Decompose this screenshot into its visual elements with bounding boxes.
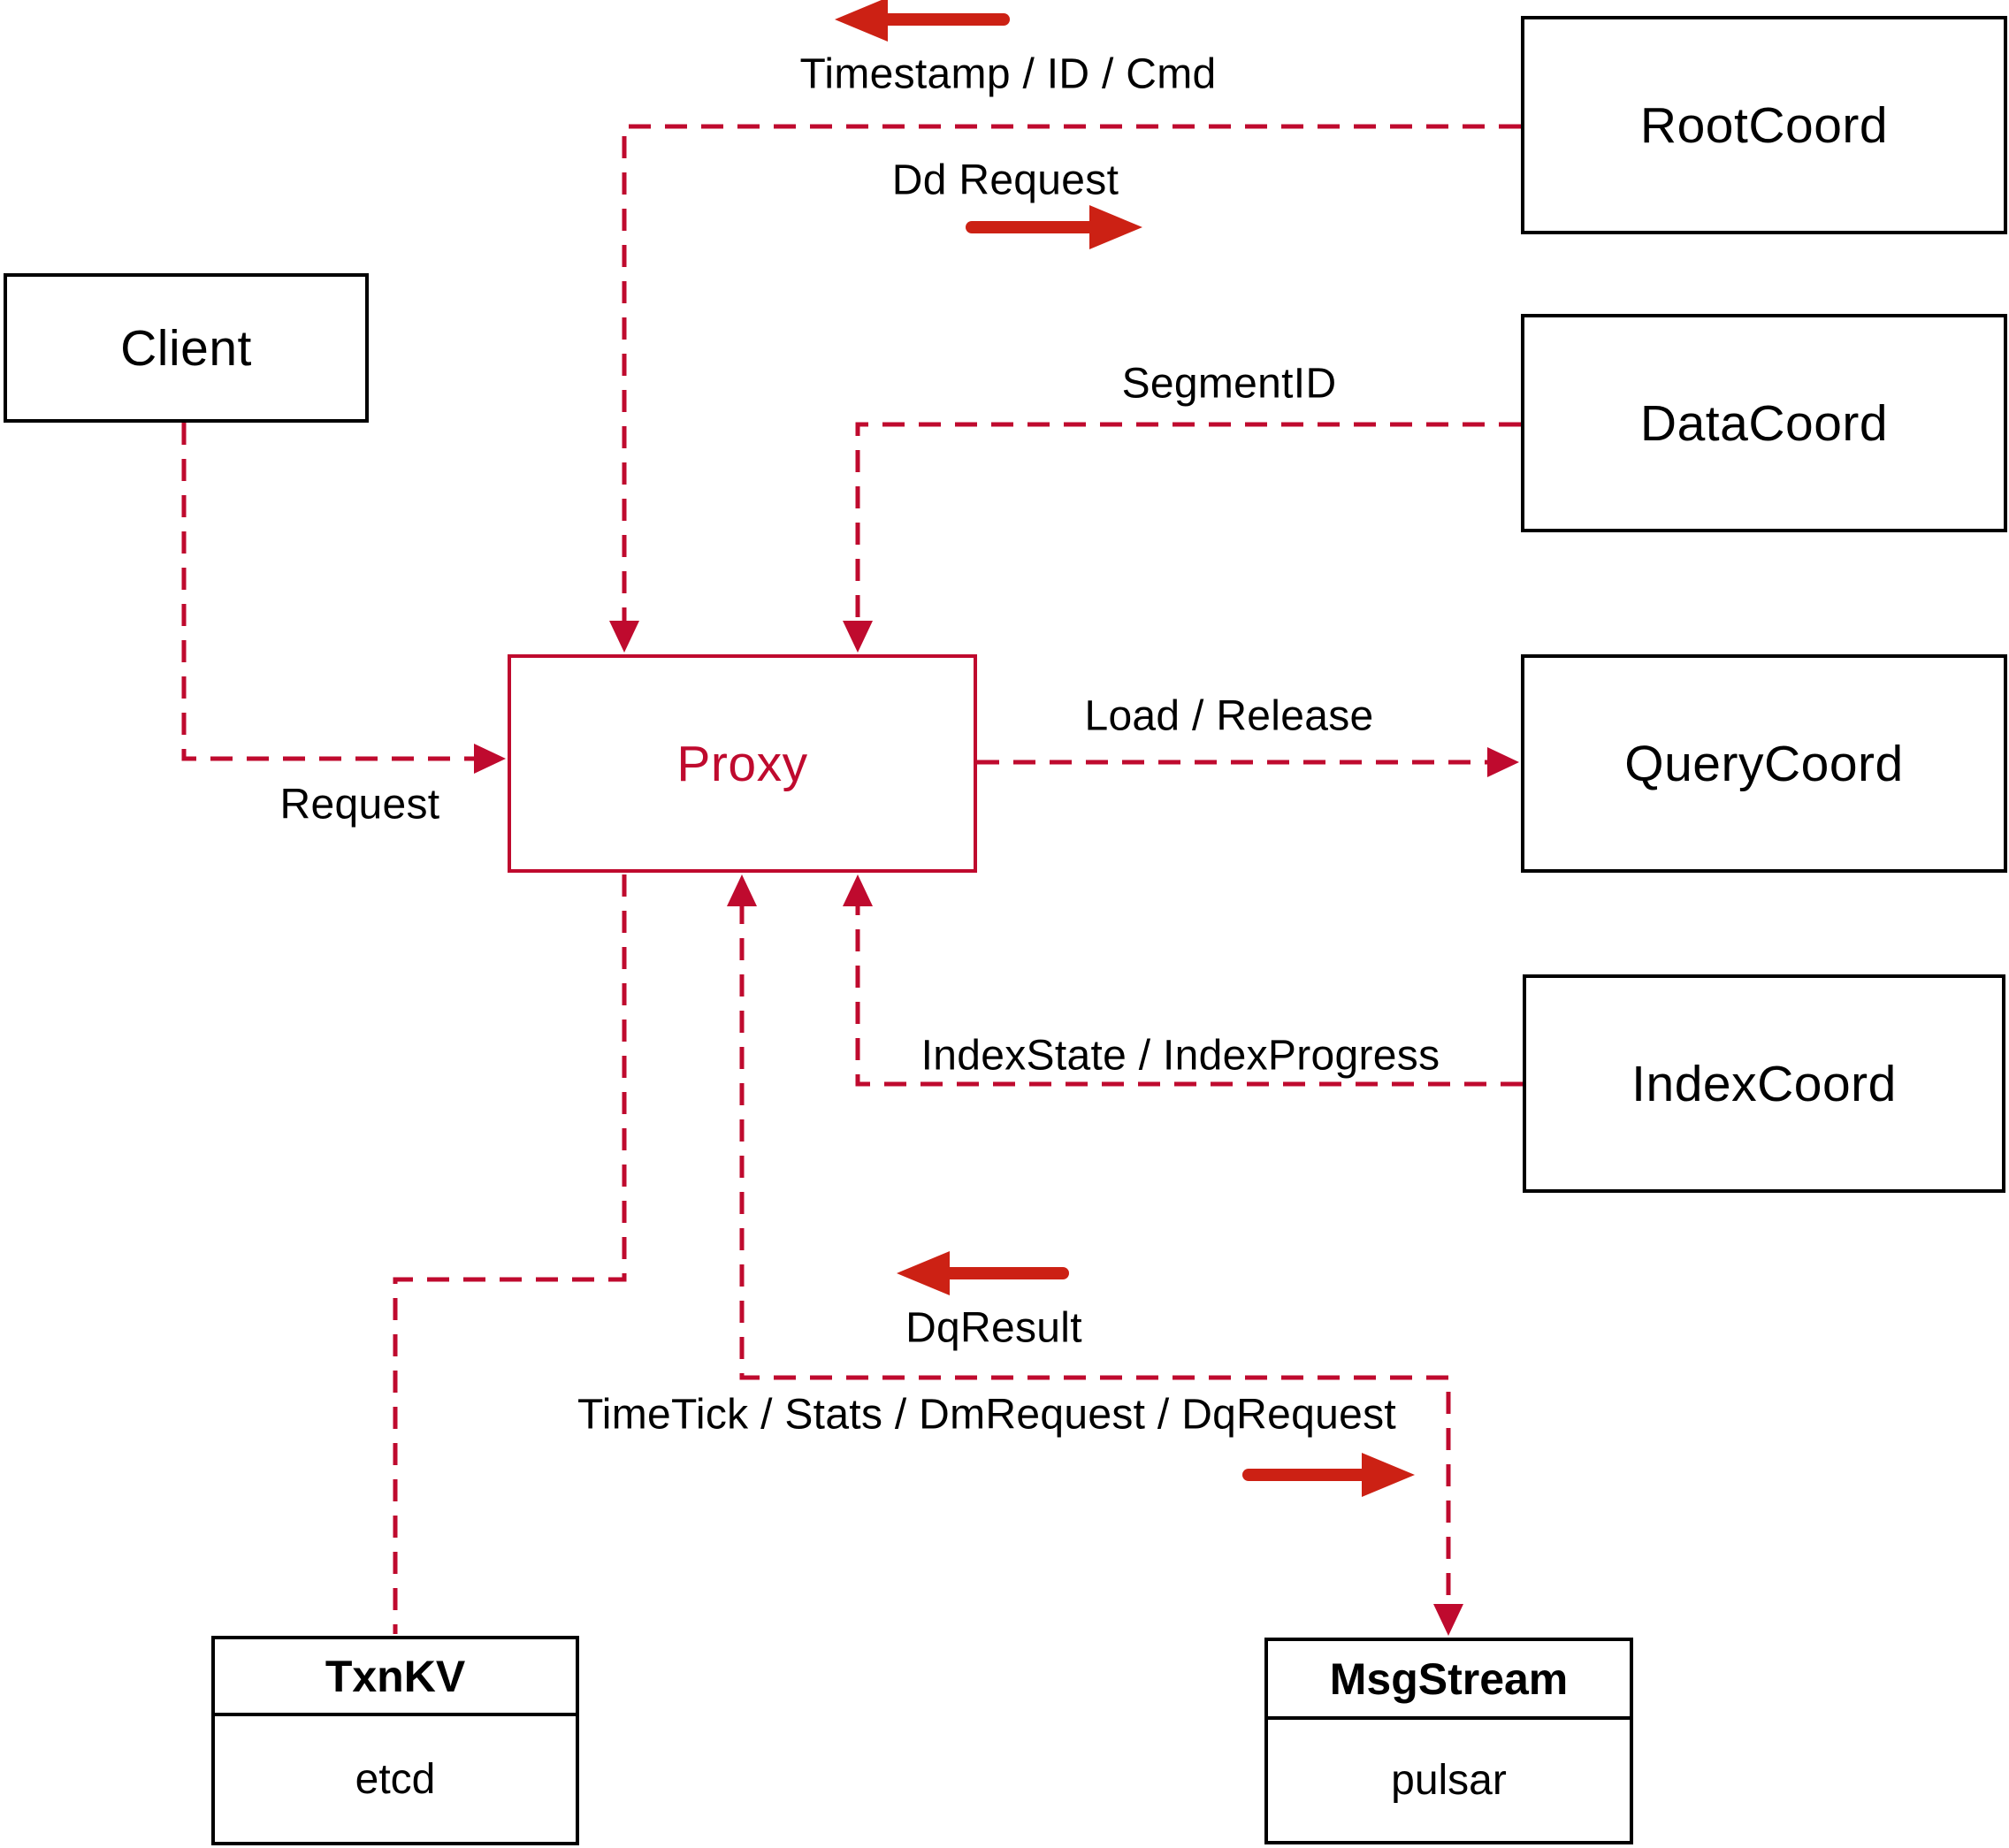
edge-proxy-to-txnkv: [393, 874, 627, 1634]
node-msgstream-title: MsgStream: [1268, 1641, 1630, 1720]
arrowhead-into-querycoord: [1487, 747, 1519, 777]
node-client: Client: [4, 273, 369, 423]
arrowhead-into-proxy-top-left: [609, 621, 639, 653]
edge-label-request: Request: [279, 781, 440, 829]
flow-arrow-right-time-tick-icon: [1362, 1453, 1415, 1497]
arrowhead-into-msgstream: [1433, 1604, 1463, 1636]
edge-proxy-to-msgstream: [739, 902, 1451, 1609]
node-querycoord-label: QueryCoord: [1624, 735, 1904, 792]
node-txnkv-title: TxnKV: [215, 1639, 576, 1716]
edge-datacoord-to-proxy: [855, 422, 1521, 626]
edge-client-to-proxy: [181, 423, 481, 761]
edge-rootcoord-to-proxy: [622, 124, 1521, 626]
node-rootcoord-label: RootCoord: [1639, 96, 1889, 154]
node-client-label: Client: [120, 319, 252, 377]
node-indexcoord-label: IndexCoord: [1631, 1055, 1897, 1112]
node-datacoord: DataCoord: [1521, 314, 2007, 532]
node-msgstream-impl: pulsar: [1391, 1757, 1507, 1804]
edge-label-dd-request: Dd Request: [891, 157, 1119, 204]
flow-arrow-left-timestamp-icon: [835, 0, 888, 42]
arrowhead-into-proxy-bottom-right: [843, 874, 873, 906]
node-querycoord: QueryCoord: [1521, 654, 2007, 873]
edge-label-load-release: Load / Release: [1084, 692, 1374, 740]
flow-arrow-right-dd-request-icon: [1089, 205, 1142, 249]
node-txnkv: TxnKV etcd: [211, 1636, 579, 1845]
node-msgstream: MsgStream pulsar: [1264, 1638, 1633, 1844]
edge-label-time-tick: TimeTick / Stats / DmRequest / DqRequest: [577, 1391, 1397, 1439]
edge-label-timestamp-id-cmd: Timestamp / ID / Cmd: [799, 50, 1217, 98]
node-datacoord-label: DataCoord: [1639, 394, 1889, 452]
arrowhead-into-proxy-top-right: [843, 621, 873, 653]
arrowhead-into-proxy-left: [474, 744, 506, 774]
node-txnkv-impl: etcd: [355, 1755, 436, 1803]
edge-label-segment-id: SegmentID: [1121, 360, 1337, 408]
node-proxy: Proxy: [508, 654, 977, 873]
edge-label-index-state: IndexState / IndexProgress: [920, 1032, 1440, 1080]
node-proxy-label: Proxy: [676, 735, 808, 792]
node-indexcoord: IndexCoord: [1523, 974, 2005, 1193]
arrowhead-into-proxy-bottom-mid: [727, 874, 757, 906]
node-rootcoord: RootCoord: [1521, 16, 2007, 234]
edge-label-dq-result: DqResult: [905, 1304, 1082, 1352]
edge-indexcoord-to-proxy: [855, 902, 1523, 1087]
flow-arrow-left-dq-result-icon: [897, 1251, 950, 1295]
